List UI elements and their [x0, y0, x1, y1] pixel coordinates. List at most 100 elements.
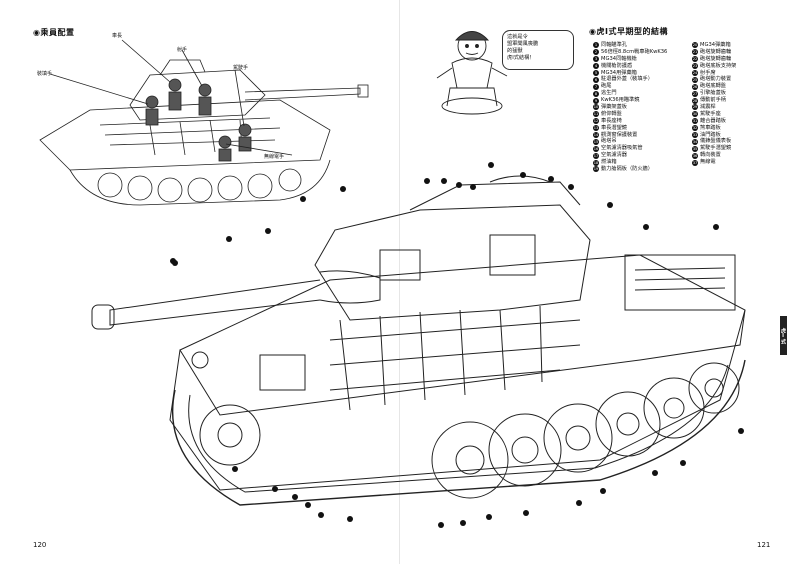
part-number-badge: 29	[692, 104, 698, 111]
part-number-badge: 37	[692, 159, 698, 166]
chapter-side-tabs: 虎Ⅰ式	[780, 22, 799, 568]
part-number-badge: 35	[692, 145, 698, 152]
part-number-badge: 5	[593, 70, 599, 76]
part-label: 逃生門	[601, 90, 617, 97]
callout-marker	[643, 224, 649, 230]
callout-marker	[600, 488, 606, 494]
part-number-badge: 31	[692, 118, 698, 125]
part-label: 砲塔底轉盤	[700, 83, 726, 90]
part-label: 動力艙隔板（防火牆）	[601, 166, 653, 173]
callout-marker	[607, 202, 613, 208]
callout-marker	[347, 516, 353, 522]
crew-placement-illustration	[39, 39, 369, 206]
crew-label-radio-operator: 無線電手	[264, 154, 285, 160]
part-label: 砲塔動力裝置	[700, 76, 732, 83]
part-label: 煞車踏板	[700, 124, 721, 131]
callout-marker	[232, 466, 238, 472]
part-label: MG34用彈藥箱	[601, 69, 637, 76]
callout-marker	[576, 500, 582, 506]
callout-marker	[305, 502, 311, 508]
callout-marker	[340, 186, 346, 192]
callout-marker	[680, 460, 686, 466]
crew-label-loader: 裝填手	[37, 71, 53, 77]
callout-marker	[265, 228, 271, 234]
callout-marker	[272, 486, 278, 492]
part-label: 油門踏板	[700, 131, 721, 138]
part-number-badge: 25	[692, 76, 698, 83]
part-label: 彈藥架蓋板	[601, 104, 627, 111]
part-number-badge: 36	[692, 152, 698, 159]
part-number-badge: 9	[593, 97, 599, 104]
part-number-badge: 6	[593, 76, 599, 83]
callout-marker	[486, 514, 492, 520]
part-label: 駐退器外蓋（裝填手）	[601, 76, 653, 83]
callout-marker	[738, 428, 744, 434]
part-label: 同軸瞄準孔	[601, 42, 627, 48]
callout-marker	[456, 182, 462, 188]
tiger-cutaway-illustration	[91, 175, 746, 506]
part-number-badge: 4	[593, 63, 599, 70]
part-label: 砲塔吊	[601, 138, 617, 145]
crew-label-driver: 駕駛手	[233, 65, 249, 71]
part-label: 駕駛手潛望鏡	[700, 145, 732, 152]
part-number-badge: 10	[593, 104, 599, 111]
cartoon-commander-illustration	[436, 31, 508, 115]
part-label: 機關槍防護盾	[601, 62, 633, 69]
callout-marker	[226, 236, 232, 242]
bubble-line: 盟軍聞風喪膽	[507, 41, 539, 47]
part-number-badge: 20	[692, 42, 698, 49]
part-label: 減震桿	[700, 104, 716, 111]
part-number-badge: 21	[692, 49, 698, 56]
part-label: 車長潛望鏡	[601, 124, 627, 131]
part-number-badge: 7	[593, 83, 599, 90]
bubble-line: 的猛獸	[507, 48, 523, 54]
part-number-badge: 30	[692, 111, 698, 118]
part-number-badge: 16	[593, 145, 599, 152]
part-label: 傳動前手柄	[700, 97, 726, 104]
part-label: 空氣濾清器吸氣管	[601, 145, 643, 152]
part-number-badge: 24	[692, 70, 698, 76]
part-number-badge: 22	[692, 56, 698, 63]
chapter-tab[interactable]: 虎Ⅰ式	[780, 316, 787, 355]
page-gutter	[399, 0, 400, 564]
callout-marker	[292, 494, 298, 500]
callout-marker	[548, 176, 554, 182]
part-label: MG34同軸機槍	[601, 55, 637, 62]
part-number-badge: 32	[692, 125, 698, 132]
part-number-badge: 33	[692, 132, 698, 139]
callout-marker	[172, 260, 178, 266]
callout-marker	[713, 224, 719, 230]
part-label: 離合器踏板	[700, 117, 726, 124]
part-label: 俯仰轉盤	[601, 110, 622, 117]
part-number-badge: 28	[692, 97, 698, 104]
part-label: 砲塔旋轉齒輪	[700, 55, 732, 62]
